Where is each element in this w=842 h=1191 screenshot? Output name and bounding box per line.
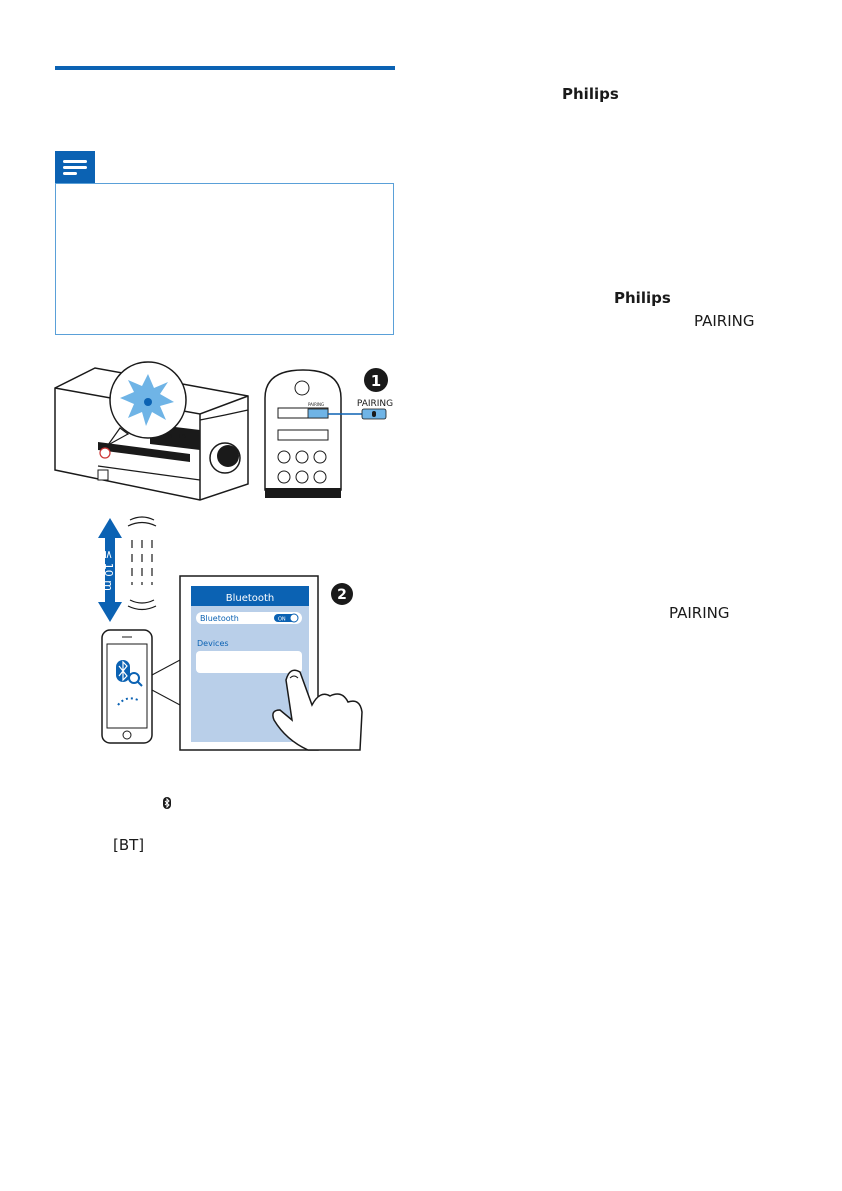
smartphone (101, 629, 181, 744)
pairing-callout-label: PAIRING (357, 399, 393, 409)
step-1-badge (364, 368, 388, 392)
indicator-bubble (107, 361, 187, 446)
remote-control: PAIRING (264, 369, 362, 498)
note-icon (55, 151, 95, 184)
screen-title: Bluetooth (226, 593, 275, 604)
brand-text: Philips (562, 85, 619, 103)
bt-label: [BT] (113, 836, 145, 854)
pairing-text: PAIRING (694, 312, 755, 330)
bluetooth-icon (163, 797, 171, 809)
section-rule (55, 66, 395, 70)
toggle-state: ON (278, 617, 286, 623)
remote-button-label: PAIRING (308, 402, 324, 407)
devices-header: Devices (197, 639, 229, 648)
pairing-text: PAIRING (669, 604, 730, 622)
note-box (55, 183, 394, 335)
device-brand: PHILIPS (168, 434, 187, 440)
signal-waves (127, 516, 157, 611)
pairing-illustration: PHILIPS PAIRING 1 PAIRING ≤ 10 m (54, 361, 393, 751)
step-2-badge (331, 583, 353, 605)
distance-label: ≤ 10 m (102, 550, 115, 591)
screen-setting-label: Bluetooth (200, 614, 239, 623)
step-2-number: 2 (337, 587, 347, 603)
step-1-number: 1 (371, 372, 381, 390)
hand-icon (272, 669, 363, 751)
distance-arrow: ≤ 10 m (98, 518, 122, 622)
brand-text: Philips (614, 289, 671, 307)
